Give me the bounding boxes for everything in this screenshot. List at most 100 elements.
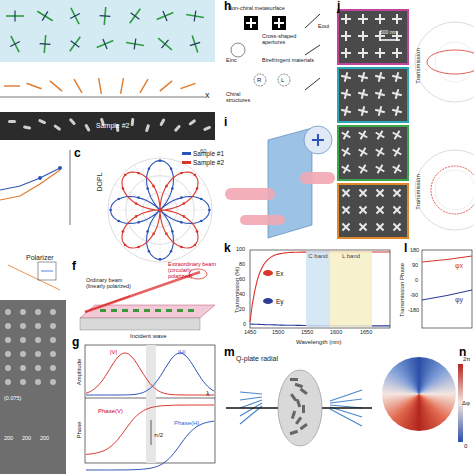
transmission-polar <box>415 22 474 230</box>
decoration <box>296 399 301 408</box>
polarization-arrows <box>6 7 204 53</box>
decoration <box>137 196 140 199</box>
decoration <box>339 220 353 234</box>
decoration <box>290 430 299 435</box>
decoration <box>373 220 387 234</box>
decoration <box>146 230 149 233</box>
decoration <box>108 158 212 262</box>
annotation: 1600 <box>330 330 342 336</box>
decoration <box>26 83 41 88</box>
decoration <box>145 124 150 133</box>
decoration <box>111 309 117 312</box>
decoration <box>35 379 41 385</box>
decoration <box>373 162 387 176</box>
decoration <box>100 15 111 17</box>
decoration <box>5 323 11 329</box>
axis-line <box>0 97 205 98</box>
panel-letter: c <box>74 147 81 160</box>
decoration <box>40 43 51 45</box>
annotation: 500 nm <box>380 30 397 35</box>
decoration <box>338 184 408 238</box>
decoration <box>163 11 167 21</box>
decoration <box>134 39 136 50</box>
decoration <box>291 411 296 420</box>
decoration <box>356 203 370 217</box>
decoration <box>159 209 162 212</box>
decoration <box>339 162 353 176</box>
decoration <box>160 81 172 91</box>
legend-entry: Sample #1 <box>182 150 224 157</box>
decoration <box>390 128 404 142</box>
decoration <box>200 198 203 201</box>
decoration <box>183 202 186 205</box>
decoration <box>174 124 182 132</box>
decoration <box>70 37 81 52</box>
panel-letter: j <box>337 0 340 13</box>
decoration <box>124 174 127 177</box>
decoration <box>339 145 353 159</box>
legend-text: Sample #2 <box>193 159 224 166</box>
annotation: |V| <box>110 349 117 355</box>
decoration <box>159 209 162 212</box>
decoration <box>35 365 41 371</box>
decoration <box>42 11 48 20</box>
annotation: 80 <box>239 262 245 268</box>
phase-chart <box>422 250 472 328</box>
decoration <box>35 323 41 329</box>
decoration <box>183 215 186 218</box>
dopl-chart <box>0 150 70 225</box>
band-label: L band <box>330 251 372 259</box>
decoration <box>35 309 41 315</box>
band-region: L band <box>330 251 372 327</box>
decoration <box>111 161 210 260</box>
annotation: 1450 <box>244 330 256 336</box>
decoration <box>208 209 211 212</box>
decoration <box>330 409 362 426</box>
decoration <box>20 337 26 343</box>
decoration <box>131 13 140 19</box>
decoration <box>109 209 112 212</box>
decoration <box>295 383 304 388</box>
decoration <box>5 365 11 371</box>
decoration <box>240 392 262 394</box>
decoration <box>170 250 173 253</box>
decoration <box>340 88 352 100</box>
decoration <box>122 309 128 312</box>
decoration <box>20 323 26 329</box>
decoration <box>171 187 174 190</box>
decoration <box>338 10 408 64</box>
decoration <box>380 39 400 41</box>
decoration <box>155 309 161 312</box>
transmission-chart <box>250 250 390 328</box>
decoration <box>356 220 370 234</box>
annotation: Polarizer <box>26 254 54 261</box>
decoration <box>356 128 370 142</box>
decoration <box>171 230 174 233</box>
annotation: R <box>257 77 261 83</box>
decoration <box>339 203 353 217</box>
annotation: 60 <box>239 277 245 283</box>
decoration <box>340 105 352 117</box>
decoration <box>391 88 403 100</box>
annotation: 1650 <box>360 330 372 336</box>
decoration <box>391 105 403 117</box>
decoration <box>5 351 11 357</box>
decoration <box>137 246 140 249</box>
legend-text: Ex <box>276 270 284 277</box>
panel-letter: l <box>404 242 407 255</box>
decoration <box>375 48 385 58</box>
legend-text: Sample #1 <box>193 150 224 157</box>
decoration <box>130 9 141 24</box>
decoration <box>180 196 183 199</box>
decoration <box>74 79 82 93</box>
annotation: Phase(H) <box>174 420 199 426</box>
decoration <box>339 128 353 142</box>
annotation: -90 <box>410 293 418 299</box>
decoration <box>159 159 162 162</box>
decoration <box>159 209 162 212</box>
axis-title: Transmission Phase <box>399 263 405 317</box>
decoration <box>70 14 80 19</box>
decoration <box>159 209 162 212</box>
decoration <box>122 187 125 190</box>
decoration <box>50 379 56 385</box>
